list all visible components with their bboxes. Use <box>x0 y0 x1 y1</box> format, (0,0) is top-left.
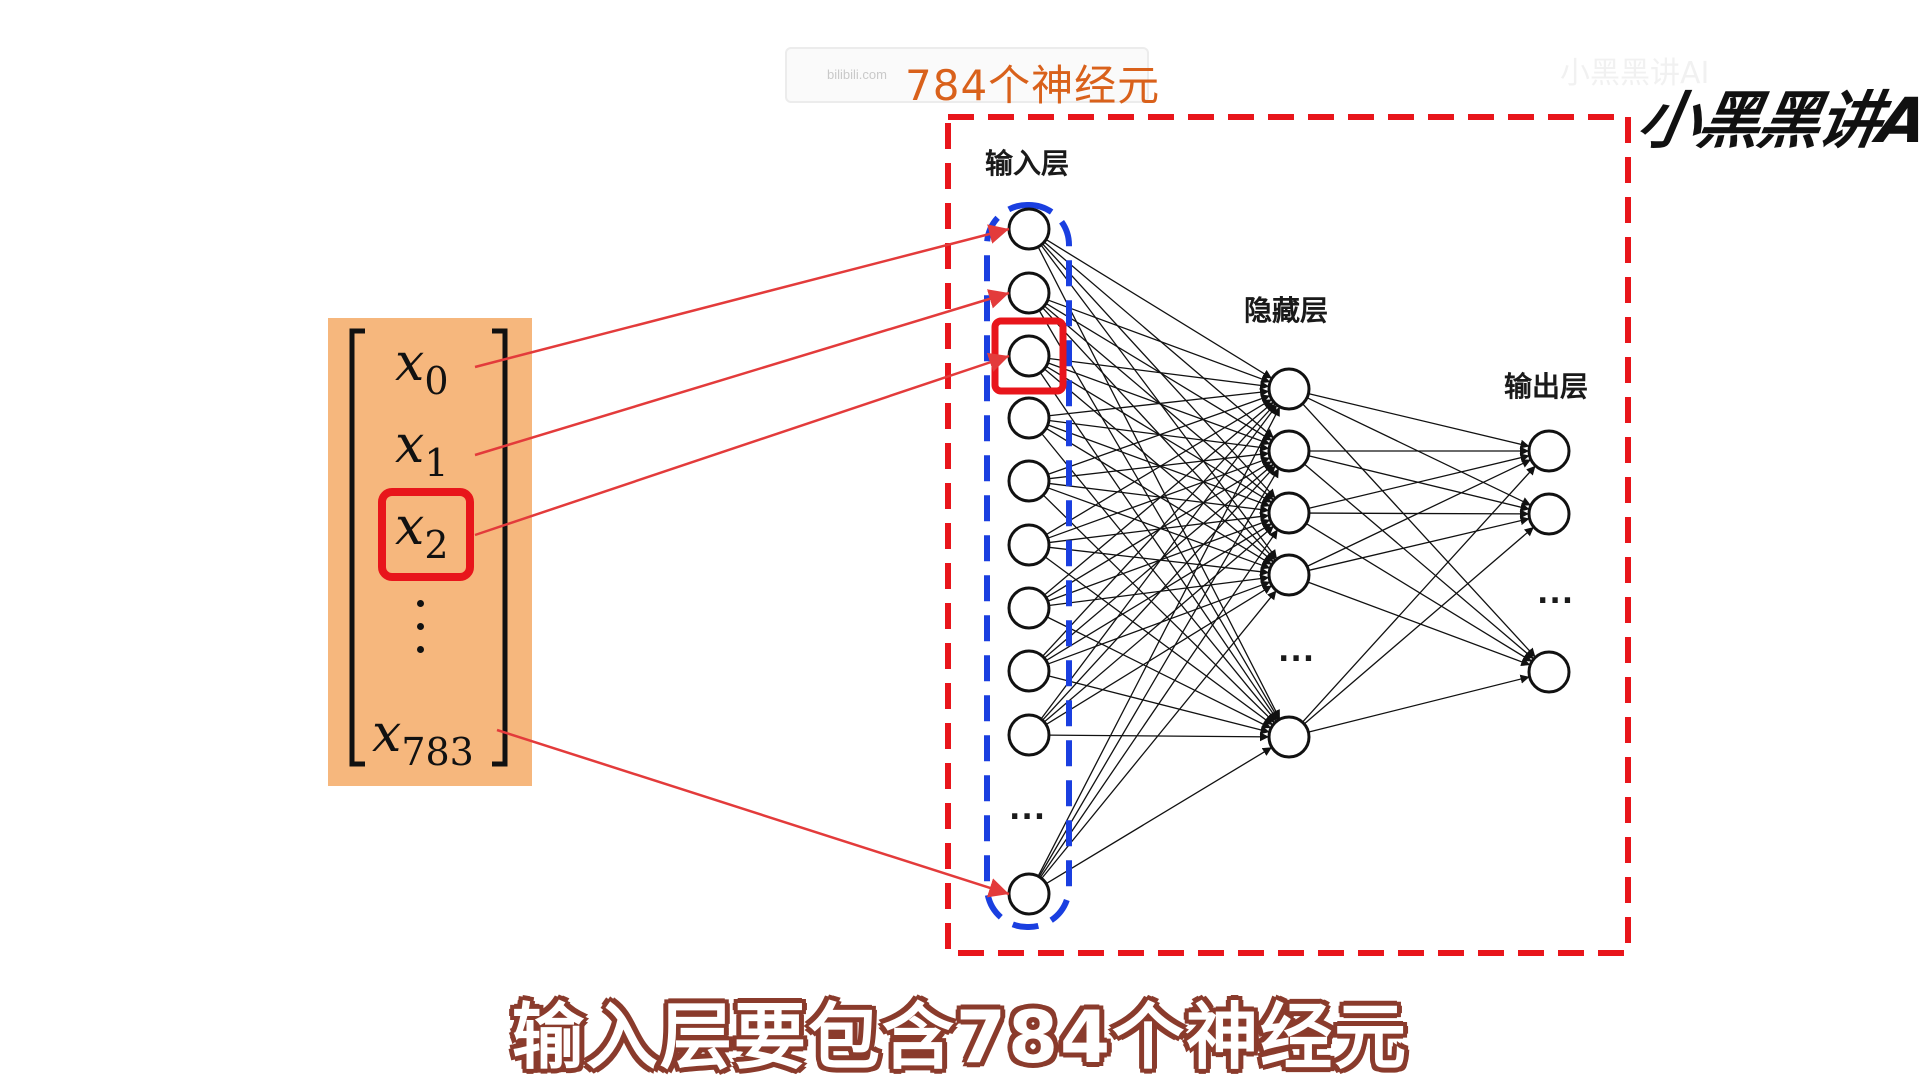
edge-hidden-2-output-2 <box>1305 522 1533 663</box>
hidden-layer-label: 隐藏层 <box>1244 294 1329 327</box>
edge-input-8-hidden-0 <box>1040 404 1278 720</box>
hidden-ellipsis: ... <box>1278 634 1316 669</box>
mapping-arrows <box>474 224 1010 898</box>
edge-input-7-hidden-3 <box>1047 580 1271 665</box>
input-node-6 <box>1007 586 1051 630</box>
video-watermark: bilibili.com <box>785 47 1149 103</box>
edge-input-0-hidden-3 <box>1040 244 1278 560</box>
edge-hidden-1-output-2 <box>1303 463 1535 660</box>
edge-input-5-hidden-0 <box>1045 398 1273 536</box>
input-node-8 <box>1007 713 1051 757</box>
edge-input-8-hidden-2 <box>1043 525 1275 723</box>
edge-input-8-hidden-4 <box>1048 732 1270 742</box>
input-node-1 <box>1007 271 1051 315</box>
edge-input-4-hidden-1 <box>1048 449 1270 480</box>
edge-hidden-2-output-0 <box>1308 453 1530 509</box>
edge-input-1-hidden-0 <box>1047 299 1271 384</box>
edge-input-0-hidden-4 <box>1037 246 1281 720</box>
edge-input-9-hidden-2 <box>1039 529 1279 878</box>
edge-hidden-0-output-2 <box>1302 403 1536 658</box>
edge-input-4-hidden-3 <box>1047 487 1271 570</box>
output-ellipsis: ... <box>1537 576 1575 611</box>
network-connections <box>1037 238 1537 885</box>
edge-input-7-hidden-2 <box>1045 522 1273 662</box>
input-layer-dashed-outline <box>984 202 1072 930</box>
edge-input-8-hidden-1 <box>1042 465 1276 721</box>
edge-hidden-4-output-0 <box>1301 465 1537 723</box>
vector-bracket-lines <box>349 328 508 767</box>
output-node-0 <box>1527 429 1571 473</box>
edge-input-0-hidden-0 <box>1045 238 1273 380</box>
edge-hidden-3-output-2 <box>1307 581 1531 667</box>
edge-input-7-hidden-0 <box>1042 403 1276 657</box>
vector-item-x2: x2 <box>395 497 449 567</box>
input-node-3 <box>1007 396 1051 440</box>
hidden-node-4 <box>1267 715 1311 759</box>
input-node-0 <box>1007 207 1051 251</box>
brand-faint-watermark: 小黑黑讲AI <box>1560 56 1710 91</box>
edge-input-9-hidden-1 <box>1038 467 1280 878</box>
output-layer-label: 输出层 <box>1504 370 1589 403</box>
input-layer-label: 输入层 <box>985 147 1070 180</box>
input-node-7 <box>1007 649 1051 693</box>
edge-input-9-hidden-4 <box>1045 746 1273 885</box>
edge-input-8-hidden-3 <box>1045 584 1273 726</box>
input-node-4 <box>1007 459 1051 503</box>
edge-input-4-hidden-2 <box>1048 482 1270 514</box>
vector-item-x1: x1 <box>395 415 449 485</box>
edge-input-6-hidden-0 <box>1043 401 1275 596</box>
hidden-node-2 <box>1267 491 1311 535</box>
input-node-9 <box>1007 872 1051 916</box>
edge-input-9-hidden-0 <box>1037 406 1281 877</box>
vector-right-bracket <box>492 328 508 767</box>
vector-item-highlight-box <box>378 488 474 581</box>
hidden-node-1 <box>1267 429 1311 473</box>
edge-hidden-4-output-2 <box>1308 674 1530 733</box>
edge-input-3-hidden-0 <box>1048 387 1270 417</box>
input-ellipsis: ... <box>1009 792 1047 827</box>
neuron-count-label: 784个神经元 <box>905 61 1161 110</box>
edge-hidden-3-output-0 <box>1306 459 1532 567</box>
mapping-arrow-1 <box>474 289 1010 457</box>
edge-input-9-hidden-3 <box>1041 590 1277 879</box>
edge-input-0-hidden-2 <box>1042 243 1276 499</box>
edge-input-2-hidden-0 <box>1048 357 1270 390</box>
vector-item-x783: x783 <box>372 704 474 774</box>
watermark-site-text: bilibili.com <box>827 67 887 82</box>
mapping-arrow-2 <box>474 352 1010 537</box>
input-node-2 <box>1007 334 1051 378</box>
input-node-5 <box>1007 523 1051 567</box>
edge-input-0-hidden-1 <box>1043 241 1275 439</box>
edge-input-4-hidden-4 <box>1042 494 1276 724</box>
edge-hidden-0-output-0 <box>1308 393 1530 449</box>
edge-hidden-3-output-1 <box>1308 516 1530 572</box>
vector-left-bracket <box>349 328 365 767</box>
output-node-1 <box>1527 492 1571 536</box>
subtitle-caption: 输入层要包含784个神经元 <box>511 995 1409 1079</box>
edge-input-2-hidden-4 <box>1039 372 1279 721</box>
frames <box>945 114 1631 956</box>
hidden-node-0 <box>1267 367 1311 411</box>
edge-hidden-4-output-1 <box>1303 526 1535 725</box>
input-vector-panel <box>328 318 532 786</box>
vector-item-x0: x0 <box>395 333 449 403</box>
edge-input-1-hidden-4 <box>1038 309 1280 721</box>
edge-input-3-hidden-4 <box>1041 433 1277 722</box>
network-dashed-frame <box>945 114 1631 956</box>
mapping-arrow-3 <box>496 728 1010 898</box>
output-node-2 <box>1527 650 1571 694</box>
hidden-node-3 <box>1267 553 1311 597</box>
vector-vertical-dots <box>417 600 427 669</box>
edge-input-4-hidden-0 <box>1047 394 1271 475</box>
mapping-arrow-0 <box>474 224 1010 369</box>
network-nodes <box>991 207 1571 916</box>
